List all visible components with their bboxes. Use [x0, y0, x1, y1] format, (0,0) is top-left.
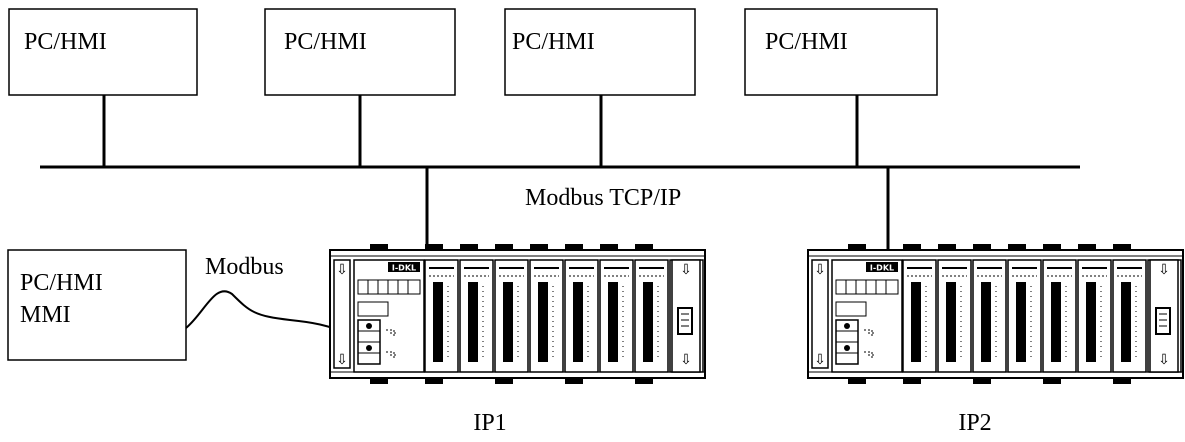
serial-link-label: Modbus [205, 254, 284, 280]
pc-hmi-box-2: PC/HMI [264, 8, 456, 96]
pc-hmi-box-1: PC/HMI [8, 8, 198, 96]
local-pc-hmi-box: PC/HMI MMI [7, 249, 187, 361]
pc-hmi-box-3: PC/HMI [504, 8, 696, 96]
rack-brand-logo: I-DKL [870, 264, 894, 273]
network-label: Modbus TCP/IP [525, 185, 681, 211]
local-pc-line2: MMI [20, 302, 71, 328]
serial-cable [185, 290, 351, 336]
pc-hmi-label: PC/HMI [765, 29, 848, 55]
rack-ip2-label: IP2 [958, 410, 991, 436]
pc-hmi-box-4: PC/HMI [744, 8, 938, 96]
local-pc-line1: PC/HMI [20, 270, 103, 296]
pc-hmi-label: PC/HMI [512, 29, 595, 55]
rack-ip1: I-DKL [330, 244, 705, 384]
pc-hmi-label: PC/HMI [24, 29, 107, 55]
rack-ip2: I-DKL [808, 244, 1183, 384]
rack-brand-logo: I-DKL [392, 264, 416, 273]
pc-hmi-label: PC/HMI [284, 29, 367, 55]
rack-ip1-label: IP1 [473, 410, 506, 436]
